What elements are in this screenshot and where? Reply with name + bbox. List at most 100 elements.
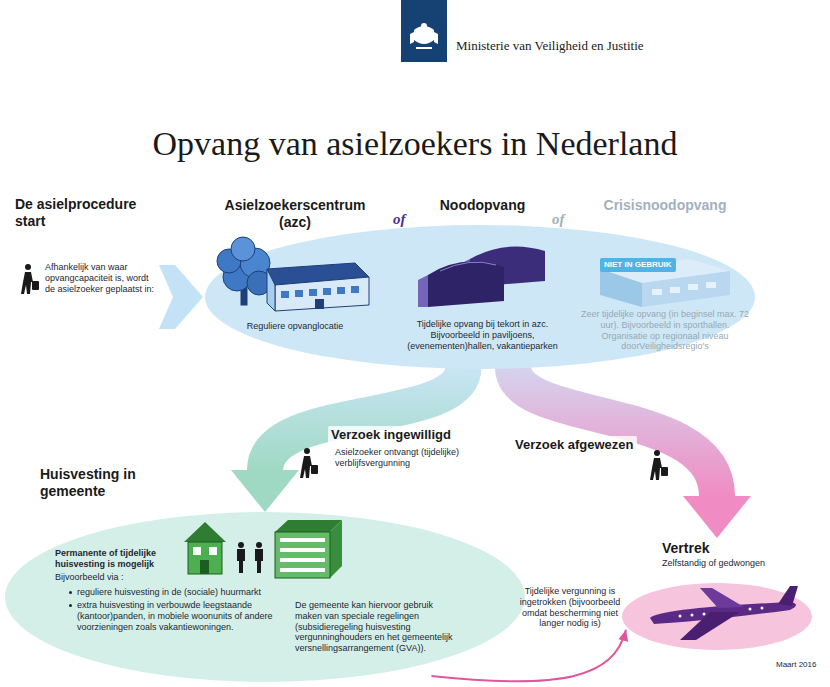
illustration-part — [237, 542, 245, 573]
illustration-part — [21, 264, 39, 294]
status-sign: NIET IN GEBRUIK — [600, 258, 676, 272]
illustration-part — [661, 467, 668, 476]
departure-ellipse: VertrekZelfstandig of gedwongen — [622, 538, 812, 650]
illustration-part — [700, 588, 744, 608]
shelter-option-disabled: CrisisnoodopvangZeer tijdelijke opvang (… — [580, 197, 750, 357]
illustration-part — [231, 237, 255, 261]
illustration — [18, 264, 42, 296]
ministry-name: Ministerie van Veiligheid en Justitie — [456, 38, 644, 54]
illustration-part — [184, 522, 226, 542]
illustration-part — [256, 542, 262, 548]
chevron-arrow — [159, 265, 203, 329]
flow-band — [265, 367, 464, 470]
illustration-part — [280, 538, 325, 542]
illustration-part — [761, 607, 764, 610]
logo-bar — [401, 0, 447, 62]
illustration-part — [330, 520, 342, 578]
illustration-part — [652, 289, 662, 295]
illustration-part — [281, 286, 359, 298]
illustration-part — [304, 448, 310, 454]
edge-label: Verzoek afgewezen — [512, 436, 637, 454]
illustration-part — [652, 282, 716, 295]
illustration-part — [670, 287, 680, 293]
ellipse-fill — [622, 583, 812, 650]
node-heading: De asielprocedure start — [15, 196, 157, 230]
edge-note: Asielzoeker ontvangt (tijdelijke) verbli… — [332, 446, 463, 470]
node-heading: Crisisnoodopvang — [580, 197, 750, 214]
node-text: Permanente of tijdelijke huisvesting is … — [55, 548, 167, 570]
node-heading: Huisvesting in gemeente — [40, 466, 180, 500]
illustration-part — [188, 542, 222, 574]
illustration-part — [238, 542, 244, 548]
illustration-part — [679, 607, 764, 618]
arrow-head — [231, 470, 299, 512]
node-heading: Noodopvang — [400, 197, 565, 214]
diagram-title: Opvang van asielzoekers in Nederland — [0, 124, 830, 165]
illustration-part — [25, 264, 31, 270]
illustration-part — [679, 615, 682, 618]
node-text: extra huisvesting in verbouwde leegstaan… — [77, 600, 295, 632]
illustration-part — [217, 237, 369, 311]
illustration — [400, 237, 565, 312]
illustration-part — [421, 23, 427, 29]
edge-label: Verzoek ingewilligd — [328, 426, 454, 444]
illustration-part — [255, 549, 263, 573]
node-text: De gemeente kan hiervoor gebruik maken v… — [295, 600, 455, 654]
date-note: Maart 2016 — [776, 660, 816, 670]
flow-band — [513, 367, 717, 496]
bullet-dot — [69, 591, 72, 594]
node-text: reguliere huisvesting in de (sociale) hu… — [77, 587, 295, 598]
start-box: De asielprocedure startAfhankelijk van w… — [15, 196, 157, 308]
logo-crest — [410, 23, 438, 49]
node-text: Zelfstandig of gedwongen — [662, 558, 802, 569]
illustration-part — [749, 608, 752, 611]
illustration-part — [309, 289, 317, 296]
illustration-part — [275, 277, 369, 311]
illustration-part — [281, 291, 289, 298]
shelter-ellipse: Asielzoekerscentrum (azc)Reguliere opvan… — [205, 225, 755, 369]
illustration — [580, 247, 750, 309]
illustration-part — [440, 262, 496, 271]
illustration-part — [323, 288, 331, 295]
illustration-part — [280, 568, 325, 572]
illustration-part — [255, 542, 263, 573]
shelter-option: Asielzoekerscentrum (azc) Reguliere opvan… — [215, 197, 375, 342]
or-word: of — [552, 210, 565, 228]
illustration-part — [688, 284, 698, 290]
node-text: Afhankelijk van waar opvangcapaciteit is… — [45, 262, 155, 294]
housing-ellipse: Huisvesting in gemeentePermanente of tij… — [5, 512, 525, 682]
illustration-part — [21, 264, 39, 294]
illustration — [640, 578, 805, 644]
illustration-part — [193, 547, 201, 555]
or-word: of — [393, 210, 406, 228]
illustration-part — [600, 269, 642, 307]
illustration-part — [21, 272, 33, 294]
connector — [513, 367, 751, 538]
illustration-part — [280, 538, 325, 572]
illustration-part — [275, 532, 330, 578]
illustration-part — [315, 299, 324, 309]
bullet-dot — [69, 604, 72, 607]
illustration-part — [778, 586, 798, 606]
illustration-part — [267, 269, 275, 311]
node-text: Reguliere opvanglocatie — [215, 321, 375, 332]
illustration-part — [32, 281, 39, 290]
illustration-part — [706, 282, 716, 288]
illustration-part — [410, 32, 438, 44]
illustration — [215, 233, 375, 313]
node-text: Tijdelijke opvang bij tekort in azc. Bij… — [400, 319, 565, 351]
shelter-option: NoodopvangTijdelijke opvang bij tekort i… — [400, 197, 565, 357]
illustration-part — [642, 271, 730, 307]
illustration-part — [280, 548, 325, 552]
node-text: Bijvoorbeeld via : — [55, 572, 175, 583]
connector — [159, 265, 203, 329]
arrow-head — [618, 630, 628, 642]
illustration-part — [418, 275, 428, 307]
illustration-part — [650, 458, 662, 480]
illustration-part — [691, 614, 694, 617]
node-heading: Asielzoekerscentrum (azc) — [215, 197, 375, 231]
illustration-part — [200, 560, 209, 574]
illustration-part — [654, 450, 660, 456]
ellipse-fill — [205, 225, 755, 369]
